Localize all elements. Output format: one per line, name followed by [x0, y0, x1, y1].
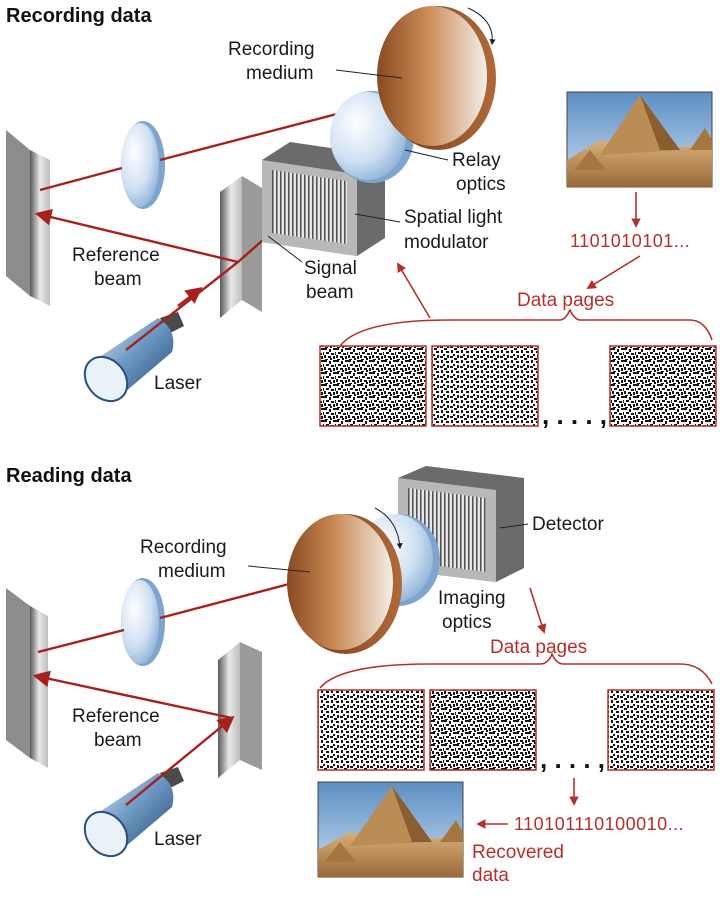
reading-data-pages — [317, 689, 715, 771]
detector-label: Detector — [532, 514, 604, 535]
reading-reference-beam-label-2: beam — [94, 730, 142, 751]
recording-lens — [121, 121, 165, 209]
laser-label: Laser — [154, 373, 202, 394]
recording-ellipsis: , . . . , — [542, 400, 607, 430]
reading-data-page-1 — [317, 689, 425, 771]
reading-reference-beam-label-1: Reference — [72, 706, 160, 727]
reading-medium-label-1: Recording — [140, 537, 227, 558]
reference-beam-label-1: Reference — [72, 245, 160, 266]
recording-medium-label-2: medium — [246, 63, 314, 84]
recording-data-pages — [319, 345, 717, 427]
reading-data-page-n — [607, 689, 715, 771]
reading-lens — [121, 578, 165, 666]
recording-labels: Recording medium Relay optics Spatial li… — [72, 39, 506, 394]
recording-medium-label-1: Recording — [228, 39, 315, 60]
pages-to-slm-arrow — [397, 262, 431, 319]
recovered-data-label-1: Recovered — [472, 842, 564, 863]
slm-label-2: modulator — [404, 232, 489, 253]
reading-binary: 110101110100010... — [514, 814, 684, 834]
relay-optics-label-2: optics — [456, 174, 506, 195]
recording-data-page-1 — [319, 345, 427, 427]
reading-labels: Recording medium Detector Imaging optics… — [72, 514, 604, 850]
reading-medium-disk — [287, 507, 403, 654]
recording-binary: 1101010101... — [570, 231, 690, 251]
signal-beam-label-1: Signal — [304, 258, 357, 279]
reference-beam-label-2: beam — [94, 269, 142, 290]
reading-title: Reading data — [6, 465, 132, 487]
recovered-data-label-2: data — [472, 865, 509, 886]
reading-data-page-2 — [429, 689, 537, 771]
recording-left-mirror — [6, 130, 50, 306]
reading-data-pages-label: Data pages — [490, 637, 587, 658]
recording-laser — [83, 312, 184, 403]
slm-label-1: Spatial light — [404, 207, 503, 228]
reading-pages-brace — [319, 651, 713, 689]
recovered-image — [317, 781, 464, 878]
detector-to-pages-arrow — [529, 587, 547, 634]
relay-optics-label-1: Relay — [452, 150, 501, 171]
reading-laser — [83, 767, 184, 858]
reading-laser-label: Laser — [154, 829, 202, 850]
recording-medium-disk — [377, 6, 496, 150]
reading-medium-label-2: medium — [158, 561, 226, 582]
recording-title: Recording data — [6, 5, 152, 27]
source-image — [566, 91, 713, 188]
reading-ellipsis: , . . . , — [540, 744, 605, 774]
imaging-optics-label-2: optics — [442, 612, 492, 633]
signal-beam-label-2: beam — [306, 282, 354, 303]
recording-data-page-n — [609, 345, 717, 427]
imaging-optics-label-1: Imaging — [438, 588, 506, 609]
recording-beam-splitter — [220, 176, 262, 318]
reading-reference-mirror — [218, 642, 262, 778]
binary-to-pages-arrow — [586, 255, 641, 290]
recording-data-page-2 — [431, 345, 539, 427]
recording-pages-brace — [339, 308, 713, 347]
recording-data-pages-label: Data pages — [517, 290, 614, 311]
